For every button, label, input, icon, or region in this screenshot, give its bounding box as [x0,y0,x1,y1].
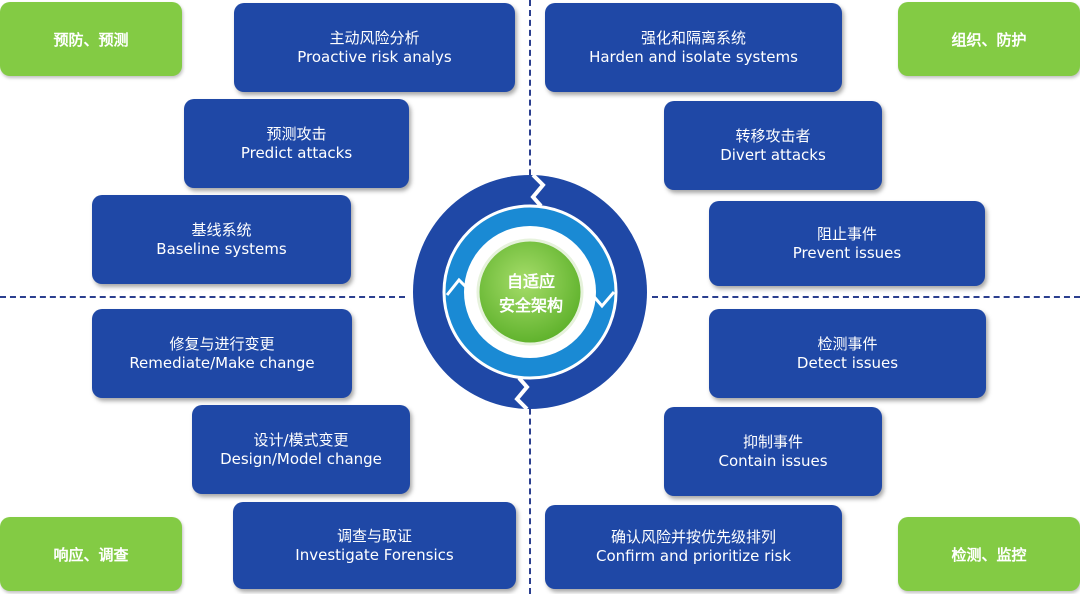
box-design-model-change: 设计/模式变更 Design/Model change [192,405,410,494]
ring-cut-bottom [514,376,530,411]
tag-respond-investigate: 响应、调查 [0,517,182,591]
box-label-zh: 预测攻击 [266,124,327,143]
center-circle [476,238,584,346]
box-label-zh: 抑制事件 [742,432,803,451]
box-detect-issues: 检测事件 Detect issues [709,309,986,398]
tag-prevent-predict: 预防、预测 [0,2,182,76]
arrow-left-icon [445,277,473,296]
box-label-en: Design/Model change [220,449,382,468]
box-label-zh: 修复与进行变更 [169,334,275,353]
adaptive-cycle-graphic [413,173,647,411]
box-label-en: Remediate/Make change [129,353,315,372]
box-label-zh: 强化和隔离系统 [640,28,746,47]
center-label: 自适应 安全架构 [485,248,577,340]
box-label-zh: 检测事件 [817,334,878,353]
arrow-right-icon [588,291,616,309]
box-label-en: Predict attacks [240,143,353,162]
box-investigate-forensics: 调查与取证 Investigate Forensics [233,502,516,589]
box-label-en: Investigate Forensics [295,545,454,564]
box-contain-issues: 抑制事件 Contain issues [664,407,882,496]
box-baseline-systems: 基线系统 Baseline systems [92,195,351,284]
box-label-en: Detect issues [796,353,899,372]
box-label-en: Divert attacks [720,145,826,164]
box-label-en: Confirm and prioritize risk [596,547,791,565]
box-label-zh: 基线系统 [191,220,252,239]
box-label-en: Prevent issues [792,243,902,262]
center-label-line1: 自适应 [506,272,555,291]
box-predict-attacks: 预测攻击 Predict attacks [184,99,409,188]
box-confirm-prioritize-risk: 确认风险并按优先级排列 Confirm and prioritize risk [545,505,842,589]
box-harden-isolate: 强化和隔离系统 Harden and isolate systems [545,3,842,92]
box-divert-attacks: 转移攻击者 Divert attacks [664,101,882,190]
box-label-zh: 设计/模式变更 [253,430,349,449]
box-prevent-issues: 阻止事件 Prevent issues [709,201,985,286]
box-label-zh: 确认风险并按优先级排列 [610,528,776,546]
center-label-line2: 安全架构 [498,296,563,315]
ring-cut-top [530,173,546,208]
box-label-en: Proactive risk analys [297,47,452,66]
horizontal-divider-right [652,296,1080,298]
horizontal-divider-left [0,296,405,298]
box-label-zh: 阻止事件 [816,224,877,243]
box-label-en: Baseline systems [156,239,287,258]
box-label-zh: 主动风险分析 [329,28,420,47]
box-label-en: Contain issues [718,451,828,470]
box-proactive-risk-analysis: 主动风险分析 Proactive risk analys [234,3,515,92]
box-label-zh: 调查与取证 [336,526,412,545]
box-remediate-change: 修复与进行变更 Remediate/Make change [92,309,352,398]
tag-organize-protect: 组织、防护 [898,2,1080,76]
box-label-zh: 转移攻击者 [735,126,811,145]
tag-detect-monitor: 检测、监控 [898,517,1080,591]
box-label-en: Harden and isolate systems [589,47,798,66]
